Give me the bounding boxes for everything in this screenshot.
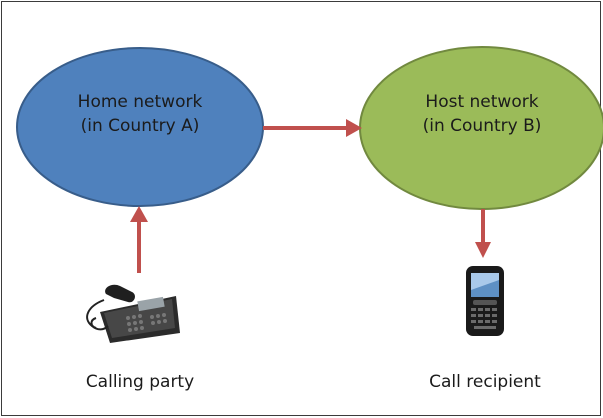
home-network-line1: Home network — [77, 92, 203, 112]
smartphone-icon — [466, 266, 504, 336]
home-network-line2: (in Country A) — [80, 116, 200, 136]
calling-party-caption: Calling party — [85, 372, 195, 392]
host-network-label: Host network (in Country B) — [380, 90, 584, 138]
host-network-line1: Host network — [425, 92, 539, 112]
host-network-line2: (in Country B) — [422, 116, 542, 136]
desk-phone-icon — [86, 284, 180, 343]
home-network-label: Home network (in Country A) — [40, 90, 240, 138]
call-recipient-caption: Call recipient — [429, 372, 541, 392]
arrow-caller-to-home-head — [130, 206, 148, 222]
arrow-home-to-host-head — [346, 119, 362, 137]
arrow-host-to-recipient-head — [475, 242, 491, 258]
